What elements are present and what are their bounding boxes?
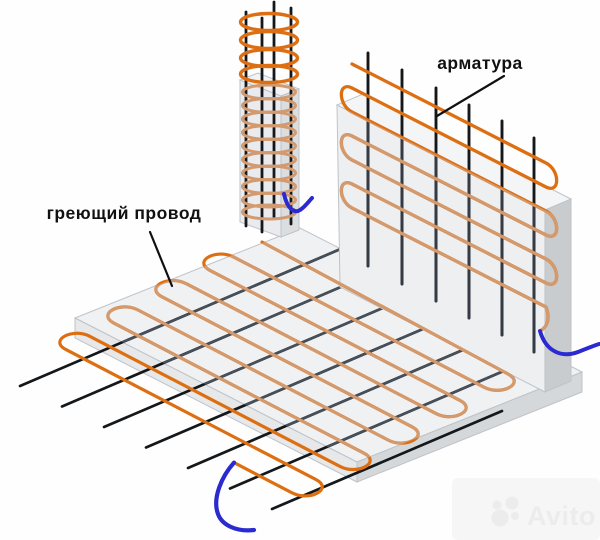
column-blue-wire-end [282, 192, 314, 214]
wall-wire-faded [339, 105, 559, 333]
column-wire-bright-helix [238, 11, 300, 85]
wall-blue-wire-end [538, 329, 600, 357]
floor-heating-wire [58, 240, 516, 498]
watermark-text: Avito [527, 501, 596, 531]
slab-front-right-face [356, 371, 583, 483]
leader-line-rebar [435, 74, 506, 118]
annotations: греющий провод арматура [47, 53, 523, 288]
avito-watermark: Avito [491, 496, 596, 531]
wall [335, 93, 573, 393]
column-heating-wire [238, 11, 300, 221]
floor-slab [73, 227, 584, 483]
wall-heating-wire [339, 62, 559, 333]
avito-logo-icon [491, 496, 519, 527]
watermark-backdrop [452, 478, 600, 540]
floor-wire-bright [58, 240, 516, 498]
label-rebar: арматура [437, 53, 523, 73]
label-heating-wire: греющий провод [47, 203, 202, 223]
floor-blue-wire-end [214, 460, 257, 533]
wall-rebar-lines [366, 51, 536, 354]
leader-line-heating-wire [148, 230, 174, 288]
column-wire-faded-loops [241, 83, 297, 221]
